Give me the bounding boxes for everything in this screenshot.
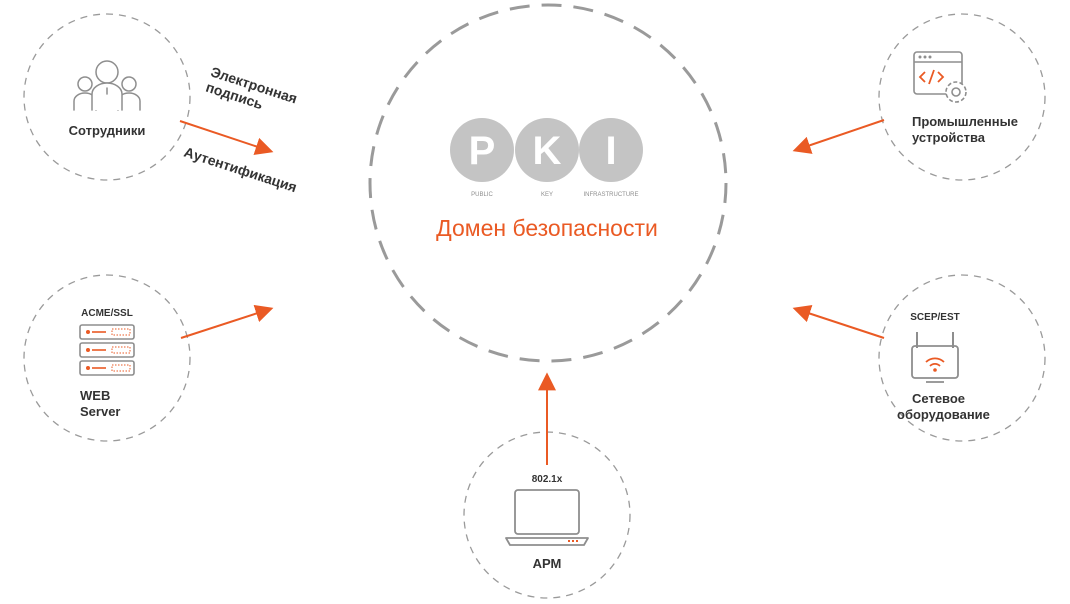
pki-sub-public: PUBLIC <box>471 192 493 198</box>
network-label-line1: Сетевое <box>912 391 965 406</box>
web-server-label-line1: WEB <box>80 388 110 403</box>
pki-sub-key: KEY <box>541 192 553 198</box>
network-label-line2: оборудование <box>897 407 990 422</box>
laptop-icon <box>505 489 589 546</box>
wifi-router-icon <box>911 332 959 383</box>
web-server-circle <box>23 274 191 442</box>
web-server-tag: ACME/SSL <box>81 308 133 319</box>
web-server-label-line2: Server <box>80 404 120 419</box>
pki-sub-infrastructure: INFRASTRUCTURE <box>584 192 639 198</box>
pki-letter-i: I <box>605 129 616 173</box>
employees-label: Сотрудники <box>69 123 146 138</box>
arrow-employees <box>179 120 274 155</box>
pki-letter-p: P <box>469 129 496 173</box>
pki-letter-k: K <box>533 129 562 173</box>
arrow-network <box>792 304 885 339</box>
people-icon <box>73 60 141 111</box>
pki-circle-i <box>579 118 643 182</box>
industrial-circle <box>878 13 1046 181</box>
industrial-label-line1: Промышленные <box>912 114 1018 129</box>
network-circle <box>878 274 1046 442</box>
workstation-label: АРМ <box>533 556 562 571</box>
security-domain-circle <box>368 3 728 363</box>
server-rack-icon <box>79 324 135 376</box>
pki-circle-p <box>450 118 514 182</box>
employees-circle <box>23 13 191 181</box>
industrial-label-line2: устройства <box>912 130 986 145</box>
network-tag: SCEP/EST <box>910 312 959 323</box>
esign-label-group: Электронная подпись <box>204 64 299 113</box>
pki-logo: P K I PUBLIC KEY INFRASTRUCTURE <box>450 118 643 198</box>
domain-label: Домен безопасности <box>436 215 658 241</box>
code-gear-icon <box>913 51 967 103</box>
arrow-web-server <box>180 304 274 339</box>
pki-circle-k <box>515 118 579 182</box>
workstation-tag: 802.1x <box>532 474 563 485</box>
arrow-industrial <box>792 119 885 154</box>
auth-label: Аутентификация <box>182 144 299 196</box>
